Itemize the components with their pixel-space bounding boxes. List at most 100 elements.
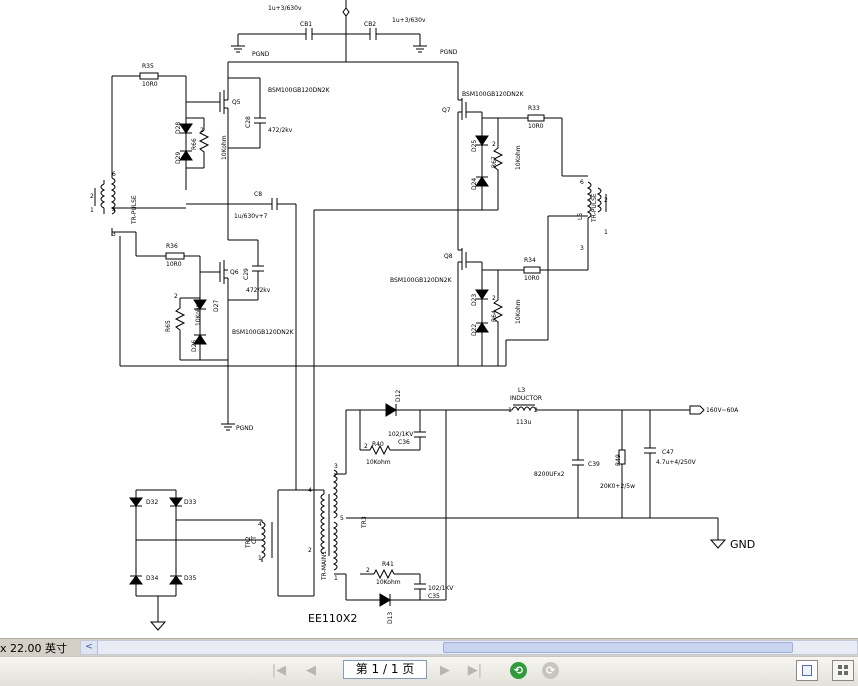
previous-page-button[interactable]: ◀ bbox=[300, 661, 322, 681]
right-pulse-tr-label: TR-PULSE bbox=[591, 193, 598, 223]
svg-text:5: 5 bbox=[340, 515, 344, 522]
r34-value: 10R0 bbox=[524, 275, 540, 282]
q8-part: BSM100GB120DN2K bbox=[390, 277, 453, 284]
d32-label: D32 bbox=[146, 499, 158, 506]
c8-value: 1u/630v+7 bbox=[234, 213, 268, 220]
horizontal-scrollbar[interactable]: < bbox=[80, 640, 858, 655]
pgnd-bottom-label: PGND bbox=[236, 425, 254, 432]
status-bar: x 22.00 英寸 < bbox=[0, 638, 858, 657]
c29-ref: C29 bbox=[243, 268, 250, 280]
l3-type: INDUCTOR bbox=[510, 395, 542, 402]
d25-label: D25 bbox=[471, 140, 478, 152]
r67-ref: R67 bbox=[491, 156, 498, 168]
d29-label: D29 bbox=[175, 152, 182, 164]
page-dimensions: x 22.00 英寸 bbox=[0, 642, 67, 655]
r67-value: 10Kohm bbox=[515, 145, 522, 170]
forward-button[interactable]: ⟳ bbox=[542, 662, 559, 679]
r49-value: 20K0+2/5w bbox=[600, 483, 635, 490]
cb2-ref: CB2 bbox=[364, 21, 376, 28]
svg-text:2: 2 bbox=[534, 407, 538, 414]
page-number-field[interactable]: 第 1 / 1 页 bbox=[343, 660, 427, 679]
svg-text:2: 2 bbox=[364, 443, 368, 450]
svg-text:2: 2 bbox=[308, 547, 312, 554]
svg-text:1: 1 bbox=[508, 407, 512, 414]
l3-value: 113u bbox=[516, 419, 531, 426]
q5-ref: Q5 bbox=[232, 99, 241, 106]
r41-value: 10Kohm bbox=[376, 579, 401, 586]
r41-ref: R41 bbox=[382, 561, 394, 568]
next-page-button[interactable]: ▶ bbox=[434, 661, 456, 681]
d23-label: D23 bbox=[471, 294, 478, 306]
q5-part: BSM100GB120DN2K bbox=[268, 87, 331, 94]
d33-label: D33 bbox=[184, 499, 196, 506]
svg-text:4: 4 bbox=[308, 487, 312, 494]
svg-text:2: 2 bbox=[200, 127, 204, 134]
fit-page-button[interactable] bbox=[796, 660, 818, 681]
c47-value: 4.7u+4/250V bbox=[656, 459, 697, 466]
d27-label: D27 bbox=[213, 300, 220, 312]
q6-ref: Q6 bbox=[230, 269, 239, 276]
first-page-button[interactable]: |◀ bbox=[268, 661, 290, 681]
svg-text:6: 6 bbox=[580, 179, 584, 186]
r66-ref: R66 bbox=[191, 138, 198, 150]
c47-ref: C47 bbox=[662, 449, 674, 456]
d34-label: D34 bbox=[146, 575, 158, 582]
pgnd-right-label: PGND bbox=[440, 49, 458, 56]
r49-ref: R49 bbox=[615, 454, 622, 466]
c39-ref: C39 bbox=[588, 461, 600, 468]
d12-label: D12 bbox=[395, 390, 402, 402]
r36-value: 10R0 bbox=[166, 261, 182, 268]
scroll-left-arrow[interactable]: < bbox=[81, 641, 98, 654]
back-arrow-icon: ⟲ bbox=[513, 664, 524, 677]
pgnd-left-label: PGND bbox=[252, 51, 270, 58]
c36-value: 102/1KV bbox=[388, 431, 414, 438]
q7-part: BSM100GB120DN2K bbox=[462, 91, 525, 98]
svg-text:1: 1 bbox=[604, 229, 608, 236]
c28-ref: C28 bbox=[245, 116, 252, 128]
c35-value: 102/1KV bbox=[428, 585, 454, 592]
c29-value: 472/2kv bbox=[246, 287, 271, 294]
gnd-label: GND bbox=[730, 538, 755, 551]
svg-text:2: 2 bbox=[366, 567, 370, 574]
d26-label: D26 bbox=[191, 340, 198, 352]
first-page-icon: |◀ bbox=[271, 663, 287, 678]
q8-ref: Q8 bbox=[444, 253, 453, 260]
d24-label: D24 bbox=[471, 178, 478, 190]
l3-ref: L3 bbox=[518, 387, 525, 394]
q6-part: BSM100GB120DN2K bbox=[232, 329, 295, 336]
r64-ref: R64 bbox=[491, 310, 498, 322]
scroll-thumb[interactable] bbox=[443, 642, 793, 653]
last-page-icon: ▶| bbox=[467, 663, 483, 678]
svg-text:6: 6 bbox=[112, 171, 116, 178]
left-pulse-tr-label: TR-PULSE bbox=[131, 195, 138, 225]
last-page-button[interactable]: ▶| bbox=[464, 661, 486, 681]
thumbnail-view-button[interactable] bbox=[832, 660, 854, 681]
svg-text:2: 2 bbox=[604, 197, 608, 204]
c8-ref: C8 bbox=[254, 191, 262, 198]
cb1-ref: CB1 bbox=[300, 21, 312, 28]
svg-text:1: 1 bbox=[90, 207, 94, 214]
svg-text:3: 3 bbox=[112, 231, 116, 238]
ct-label: CT bbox=[251, 536, 258, 544]
c36-ref: C36 bbox=[398, 439, 410, 446]
svg-text:1: 1 bbox=[334, 575, 338, 582]
c35-ref: C35 bbox=[428, 593, 440, 600]
navigation-toolbar: |◀ ◀ 第 1 / 1 页 ▶ ▶| ⟲ ⟳ bbox=[0, 656, 858, 686]
output-terminal-label: 160V~60A bbox=[706, 407, 739, 414]
svg-text:2: 2 bbox=[492, 295, 496, 302]
svg-text:4: 4 bbox=[258, 521, 262, 528]
forward-arrow-icon: ⟳ bbox=[545, 664, 556, 677]
d22-label: D22 bbox=[471, 324, 478, 336]
back-button[interactable]: ⟲ bbox=[510, 662, 527, 679]
c28-value: 472/2kv bbox=[268, 127, 293, 134]
svg-text:2: 2 bbox=[174, 293, 178, 300]
r33-value: 10R0 bbox=[528, 123, 544, 130]
q7-ref: Q7 bbox=[442, 107, 451, 114]
tr2-label: TR2 bbox=[245, 536, 252, 549]
r33-ref: R33 bbox=[528, 105, 540, 112]
r40-ref: R40 bbox=[372, 441, 384, 448]
d13-label: D13 bbox=[387, 612, 394, 624]
schematic-canvas: 1u+3/630v CB1 CB2 1u+3/630v PGND PGND R3… bbox=[90, 0, 756, 631]
svg-text:4: 4 bbox=[112, 207, 116, 214]
grid-icon bbox=[838, 665, 842, 669]
